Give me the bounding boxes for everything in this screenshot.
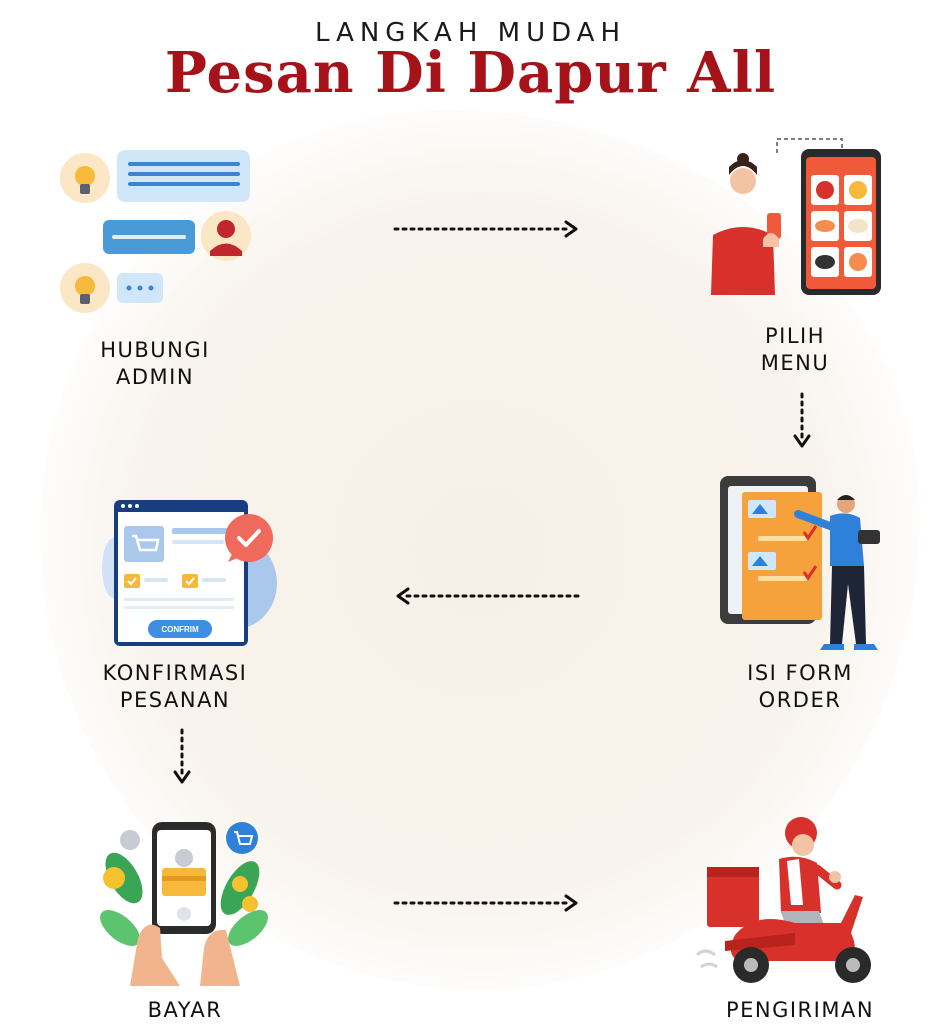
- arrow-right-icon: [393, 220, 578, 238]
- confirm-icon: [102, 500, 277, 646]
- menu-phone-icon: [711, 138, 881, 295]
- step-hubungi-admin-label: HUBUNGI ADMIN: [100, 338, 210, 389]
- delivery-scooter-icon: [695, 817, 871, 983]
- step-bayar-label: BAYAR: [147, 998, 223, 1022]
- arrow-down-icon: [793, 392, 811, 448]
- form-icon: [720, 476, 880, 650]
- arrow-left-icon: [396, 587, 581, 605]
- step-pengiriman-label: PENGIRIMAN: [725, 998, 875, 1022]
- payment-icon: [100, 822, 268, 986]
- step-konfirmasi-pesanan-label: KONFIRMASI PESANAN: [102, 661, 248, 712]
- step-pilih-menu-label: PILIH MENU: [760, 324, 830, 375]
- page-subtitle: LANGKAH MUDAH: [314, 18, 627, 48]
- confirm-button-label: CONFRIM: [161, 625, 199, 634]
- chat-icon: [60, 150, 251, 313]
- arrow-down-icon: [173, 728, 191, 784]
- step-isi-form-order-label: ISI FORM ORDER: [747, 661, 853, 712]
- page-title: Pesan Di Dapur All: [164, 40, 777, 106]
- arrow-right-icon: [393, 894, 578, 912]
